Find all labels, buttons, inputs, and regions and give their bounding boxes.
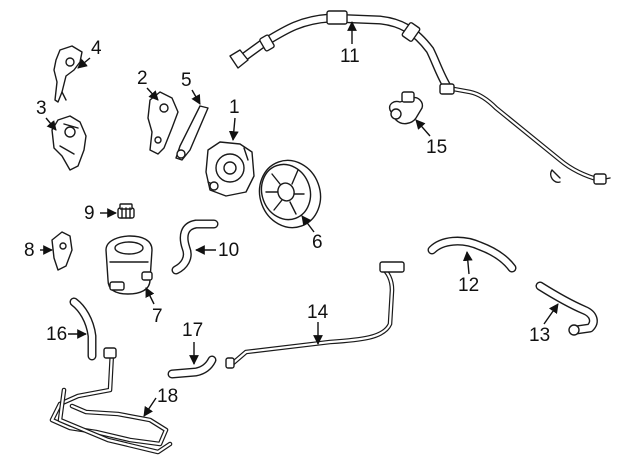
callout-11: 11 [340,46,360,67]
callout-18: 18 [157,386,178,407]
part-13-hose[interactable] [535,281,598,336]
part-17-hose[interactable] [167,355,217,379]
leader-2 [146,87,159,101]
leader-12 [462,251,473,275]
callout-12: 12 [458,275,479,296]
callout-17: 17 [182,320,203,341]
callout-8: 8 [24,240,35,261]
callouts: 1 2 3 4 5 6 7 8 9 10 11 12 13 14 15 16 1 [24,21,559,417]
part-9-reservoir-cap[interactable] [117,203,135,219]
part-5-adjust-bar[interactable] [175,105,209,161]
part-16-hose[interactable] [69,297,97,361]
leader-18 [143,397,157,417]
part-18-cooler-tube[interactable] [49,347,173,455]
callout-1: 1 [229,97,240,118]
part-11-pressure-hose[interactable] [229,10,611,185]
callout-9: 9 [84,203,95,224]
callout-13: 13 [529,325,550,346]
leader-6 [301,215,315,233]
callout-10: 10 [218,240,239,261]
part-2-bracket[interactable] [147,91,179,155]
part-8-bracket[interactable] [51,231,73,271]
leader-15 [415,119,431,137]
callout-2: 2 [137,68,148,89]
callout-16: 16 [46,324,67,345]
part-15-pressure-switch[interactable] [388,91,424,125]
callout-6: 6 [312,232,323,253]
leader-13 [543,303,559,325]
part-1-power-steering-pump[interactable] [205,141,255,197]
callout-3: 3 [36,98,47,119]
part-14-tube[interactable] [225,261,405,369]
leader-5 [191,89,201,105]
part-10-return-hose[interactable] [171,219,219,275]
callout-4: 4 [91,38,102,59]
callout-15: 15 [426,137,447,158]
callout-5: 5 [181,70,192,91]
part-4-bracket[interactable] [53,45,83,103]
leader-3 [45,117,57,131]
part-12-hose[interactable] [427,236,517,273]
part-7-reservoir[interactable] [105,235,153,295]
leader-7 [145,287,155,305]
part-6-pulley[interactable] [250,152,330,236]
callout-14: 14 [307,302,329,323]
part-3-bracket[interactable] [51,115,87,171]
leader-4 [77,57,91,69]
callout-7: 7 [152,306,163,327]
leader-1 [228,117,239,141]
